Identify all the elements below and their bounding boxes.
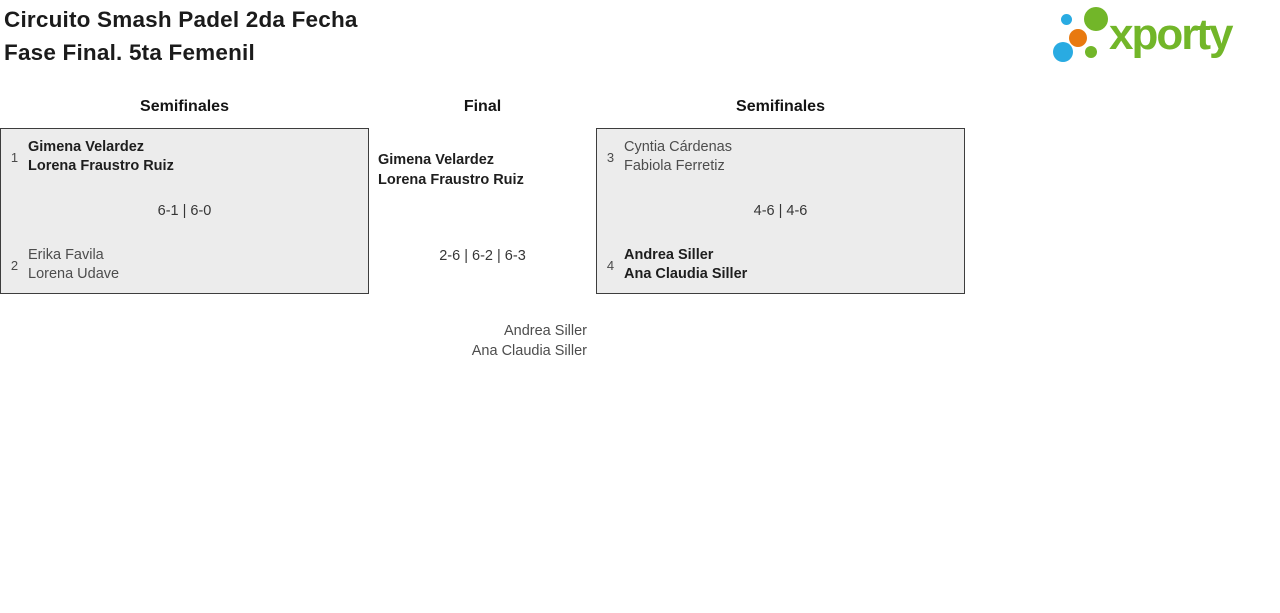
logo-wordmark: xporty [1109,10,1233,59]
logo-dot-blue-big-icon [1053,42,1073,62]
match-semifinal-left[interactable]: 1 Gimena Velardez Lorena Fraustro Ruiz 6… [0,128,369,294]
team-players-winner: Gimena Velardez Lorena Fraustro Ruiz [28,138,174,176]
player-name: Lorena Fraustro Ruiz [28,158,174,174]
player-name: Fabiola Ferretiz [624,158,725,174]
final-loser-team: Andrea Siller Ana Claudia Siller [369,322,587,361]
logo-dot-blue-small-icon [1061,14,1072,25]
match-score: 6-1 | 6-0 [157,202,212,219]
logo-dot-orange-icon [1069,29,1087,47]
round-header-semifinals-left: Semifinales [140,98,229,115]
player-name: Gimena Velardez [28,139,145,155]
match-score: 4-6 | 4-6 [753,202,808,219]
seed-number: 2 [10,257,19,273]
player-name: Lorena Udave [28,266,120,282]
player-name: Andrea Siller [503,323,587,339]
final-winner-team: Gimena Velardez Lorena Fraustro Ruiz [378,151,524,190]
team-row-seed2: 2 Erika Favila Lorena Udave [1,246,368,284]
team-players-winner: Andrea Siller Ana Claudia Siller [624,246,747,284]
page-title-line1: Circuito Smash Padel 2da Fecha [4,7,358,32]
seed-number: 1 [10,149,19,165]
player-name: Erika Favila [28,247,104,263]
page-title-line2: Fase Final. 5ta Femenil [4,40,255,65]
player-name: Gimena Velardez [378,152,495,168]
team-players-loser: Cyntia Cárdenas Fabiola Ferretiz [624,138,732,176]
match-semifinal-right[interactable]: 3 Cyntia Cárdenas Fabiola Ferretiz 4-6 |… [596,128,965,294]
logo-dot-green-big-icon [1084,7,1108,31]
player-name: Ana Claudia Siller [471,342,587,359]
team-row-seed1: 1 Gimena Velardez Lorena Fraustro Ruiz [1,138,368,176]
seed-number: 4 [606,257,615,273]
logo-dot-green-small-icon [1085,46,1097,58]
player-name: Andrea Siller [624,247,714,263]
player-name: Cyntia Cárdenas [624,139,732,155]
player-name: Lorena Fraustro Ruiz [378,171,524,188]
round-header-semifinals-right: Semifinales [736,98,825,115]
round-header-final: Final [463,98,502,115]
team-row-seed4: 4 Andrea Siller Ana Claudia Siller [597,246,964,284]
team-players-loser: Erika Favila Lorena Udave [28,246,119,284]
seed-number: 3 [606,149,615,165]
xporty-logo[interactable]: xporty [1048,0,1276,72]
team-row-seed3: 3 Cyntia Cárdenas Fabiola Ferretiz [597,138,964,176]
page-title: Circuito Smash Padel 2da Fecha Fase Fina… [4,3,358,69]
final-match-score: 2-6 | 6-2 | 6-3 [439,248,526,264]
player-name: Ana Claudia Siller [624,266,748,282]
